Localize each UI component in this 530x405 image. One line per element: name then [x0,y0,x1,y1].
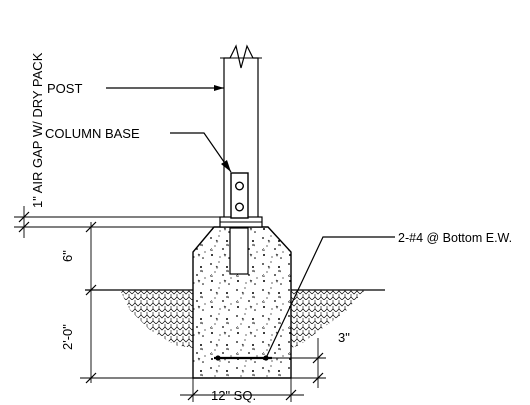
cover-tick-bottom [312,372,324,384]
soil-left [120,290,193,348]
width-tick-right [285,389,297,401]
dim-width-label: 12" SQ. [211,388,256,403]
air-gap-tick-top [18,211,30,223]
dim-tick-bottom [85,372,97,384]
cover-tick-top [312,352,324,364]
soil-right [291,290,365,348]
air-gap-tick-bottom [18,221,30,233]
dim-tick-mid [85,284,97,296]
embedded-anchor [229,227,249,275]
dim-two-ft-label: 2'-0" [60,324,75,350]
rebar-label: 2-#4 @ Bottom E.W. [398,231,512,245]
rebar-leader [265,236,395,359]
post-arrowhead [214,85,224,91]
width-tick-left [187,389,199,401]
post-label: POST [47,81,82,96]
air-gap-label: 1" AIR GAP W/ DRY PACK [30,52,45,208]
column-base-leader [170,132,232,173]
bolt-lower [234,202,244,212]
dim-tick-top [85,221,97,233]
rebar-bar-left [215,355,221,361]
column-base-label: COLUMN BASE [45,126,140,141]
dim-three-label: 3" [338,330,350,345]
dim-six-label: 6" [60,250,75,262]
column-base-arrowhead [221,160,231,172]
bolt-upper [234,181,244,191]
